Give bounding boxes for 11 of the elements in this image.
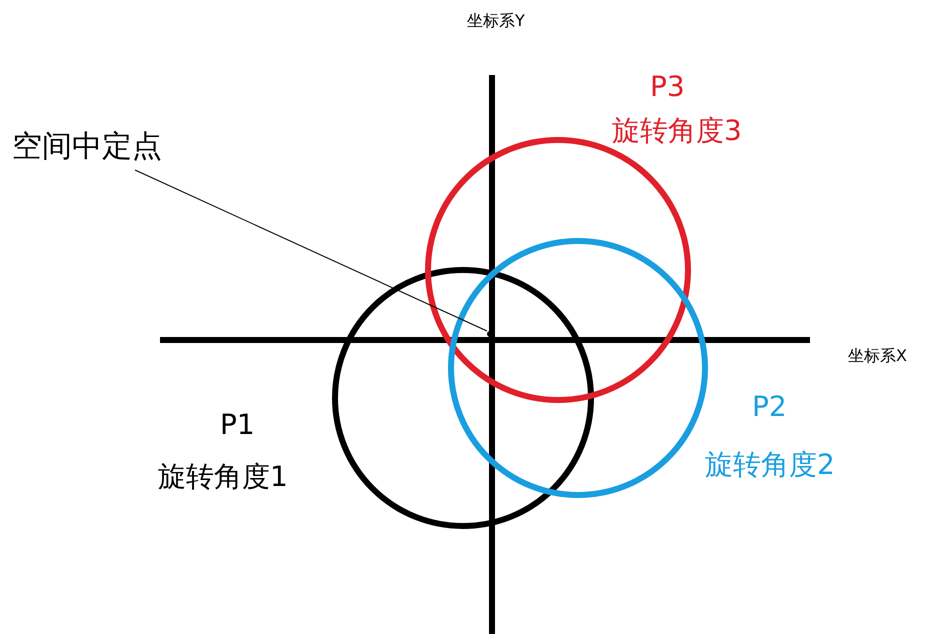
- axis-label: 坐标系X: [848, 347, 907, 365]
- circle-label: 旋转角度3: [612, 116, 742, 147]
- circle-label: 旋转角度1: [158, 462, 288, 493]
- circle-label: P3: [650, 72, 685, 103]
- circle-label: P2: [752, 392, 787, 423]
- callout-text: 空间中定点: [12, 130, 162, 163]
- circle-label: 旋转角度2: [705, 450, 835, 481]
- circle-label: P1: [220, 410, 255, 441]
- circle-outline: [332, 267, 594, 529]
- axis-label: 坐标系Y: [467, 12, 525, 30]
- leader-line: [134, 170, 488, 332]
